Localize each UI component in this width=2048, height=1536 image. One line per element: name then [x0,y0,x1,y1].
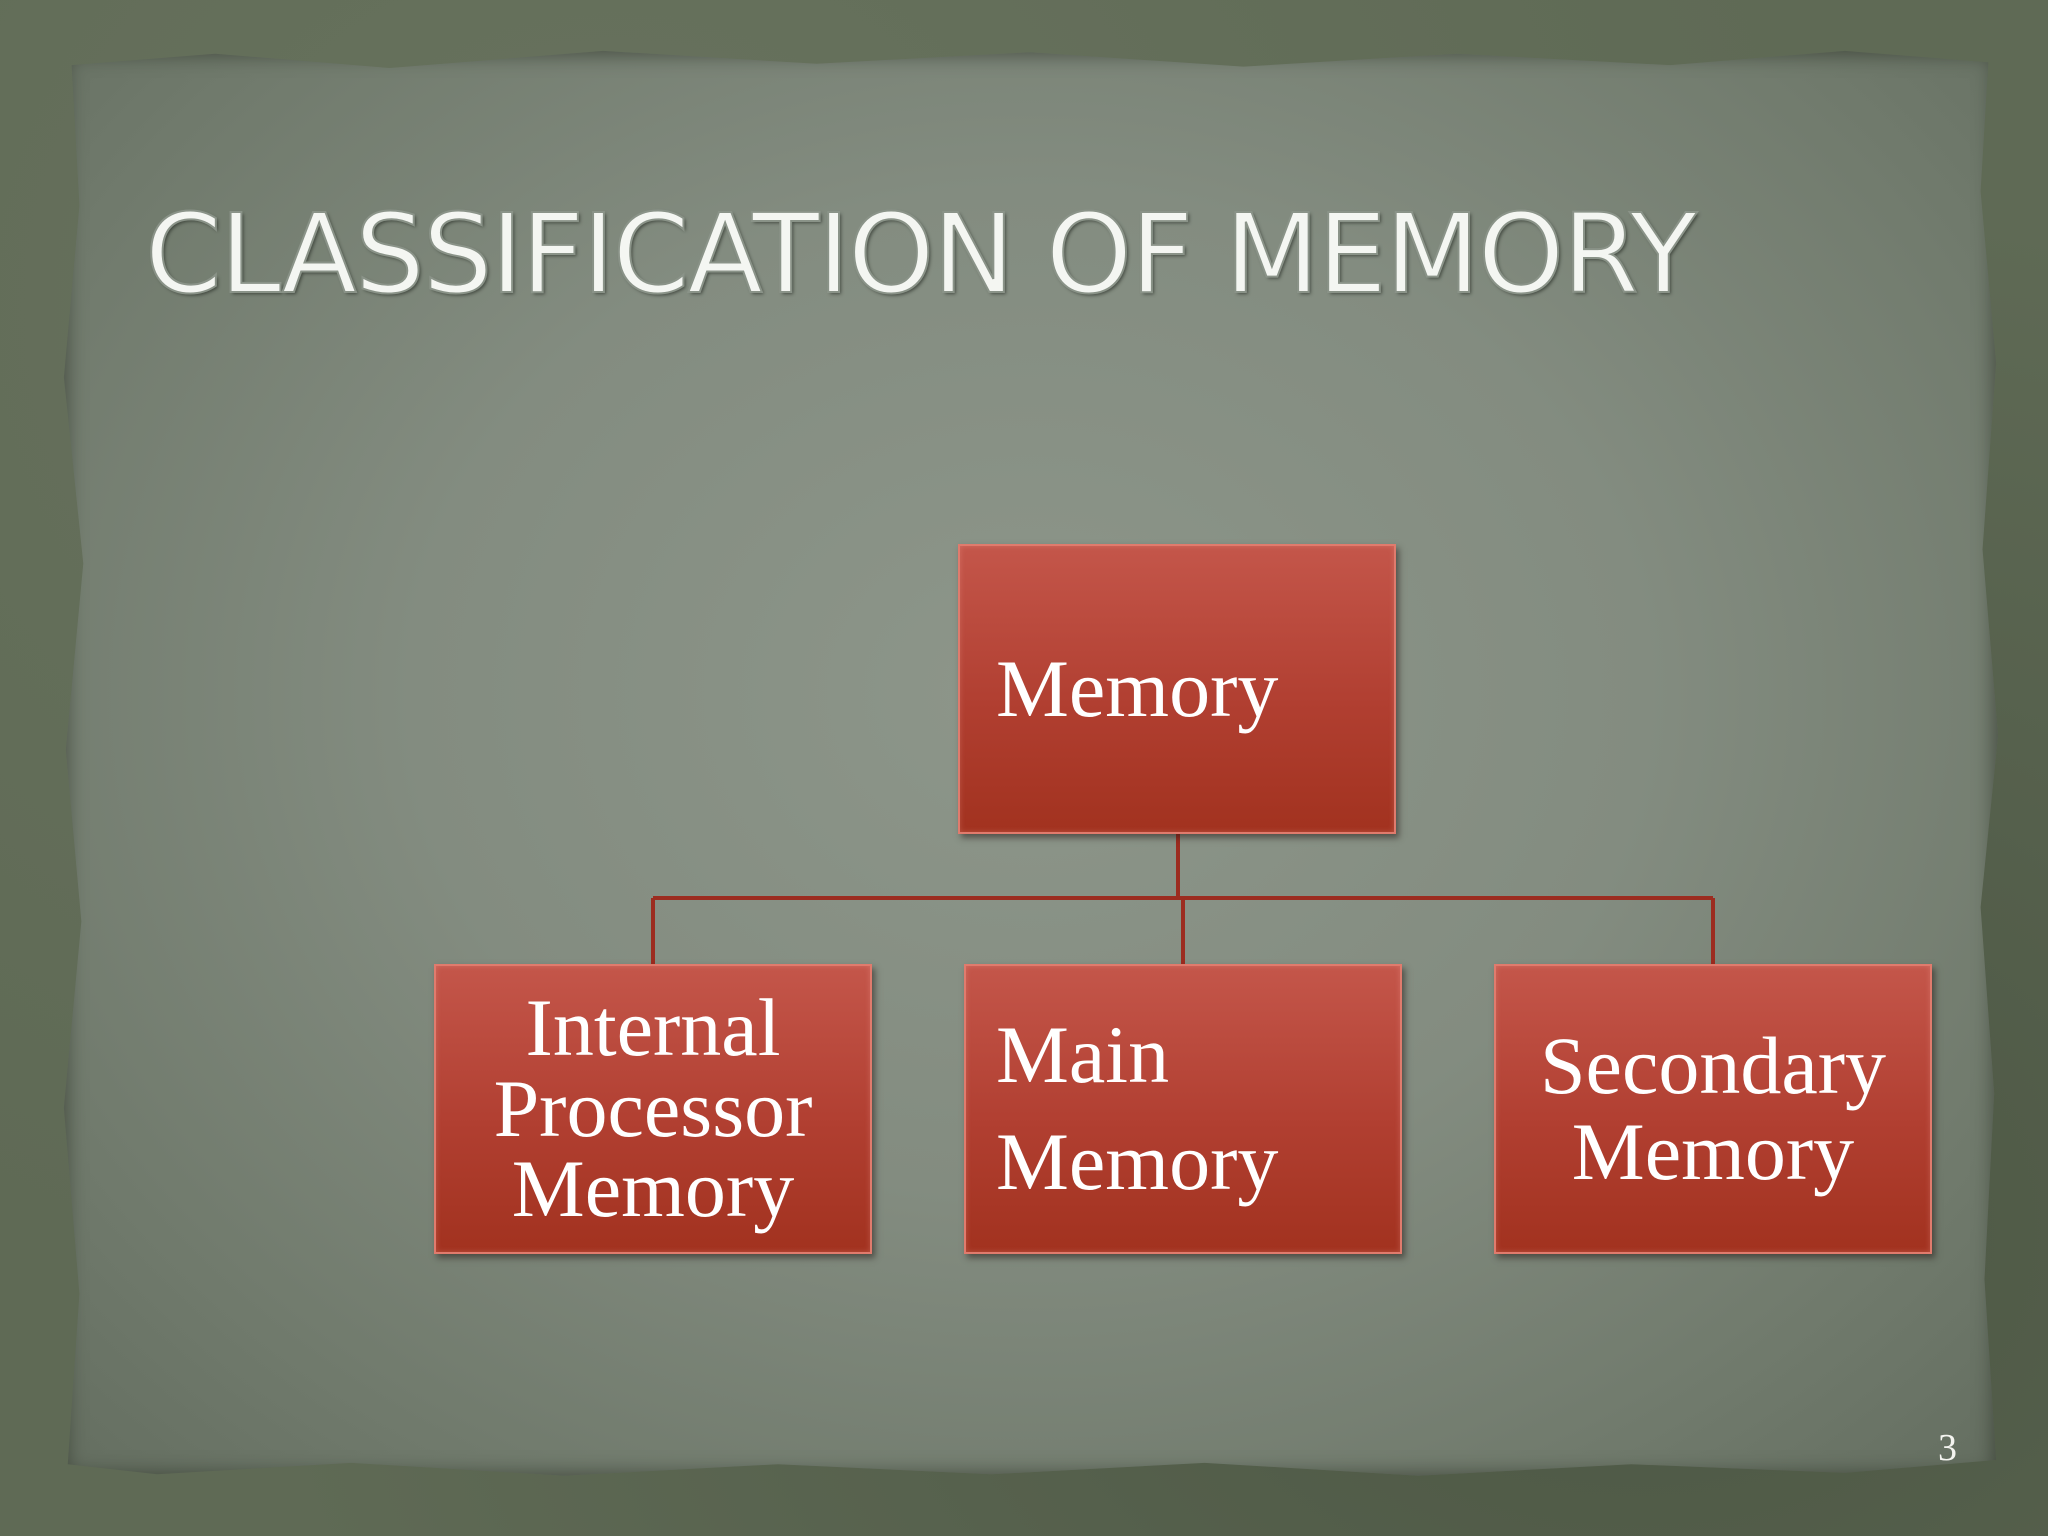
page-number: 3 [1938,1427,1957,1469]
node-memory: Memory [958,544,1396,834]
node-main-memory: Main Memory [964,964,1402,1254]
node-secondary-memory: Secondary Memory [1494,964,1932,1254]
slide-title: Classification of Memory [144,189,1698,319]
node-internal-processor-memory: Internal Processor Memory [434,964,872,1254]
